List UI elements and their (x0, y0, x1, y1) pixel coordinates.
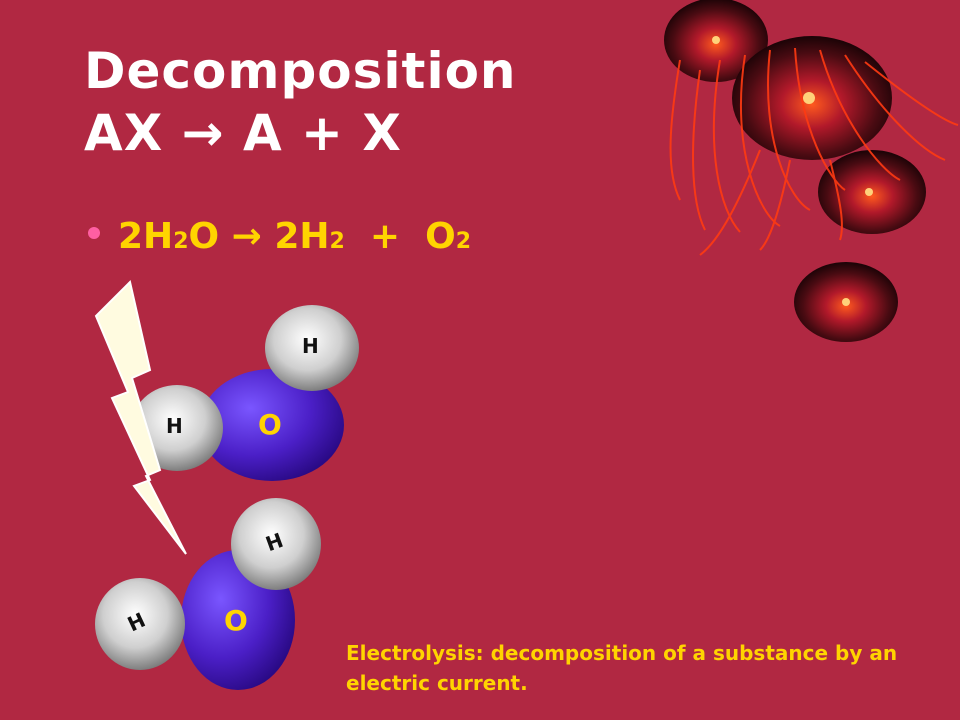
eq-o: O (425, 216, 456, 257)
water-molecule-2 (95, 498, 321, 690)
eq-sub1: 2 (173, 229, 189, 254)
bullet-icon (88, 227, 100, 239)
atom-label-o-1: O (258, 408, 282, 441)
atom-label-h-left-1: H (166, 414, 183, 438)
slide-title: Decomposition AX → A + X (84, 40, 517, 164)
title-line-1: Decomposition (84, 42, 517, 100)
title-line-2: AX → A + X (84, 104, 402, 162)
atom-label-o-2: O (224, 604, 248, 637)
eq-arrow: → (219, 216, 275, 257)
sphere-cluster (664, 0, 959, 342)
atom-label-h-top-1: H (302, 334, 319, 358)
eq-coef2: 2H (274, 216, 330, 257)
lightning-bolt-icon (94, 280, 187, 555)
water-molecule-1 (131, 305, 359, 481)
eq-sub3: 2 (455, 229, 472, 254)
eq-plus: + (344, 216, 426, 257)
electrolysis-note: Electrolysis: decomposition of a substan… (346, 641, 898, 695)
eq-sub2: 2 (329, 229, 345, 254)
eq-mid1: O (188, 216, 220, 257)
eq-coef1: 2H (118, 216, 174, 257)
